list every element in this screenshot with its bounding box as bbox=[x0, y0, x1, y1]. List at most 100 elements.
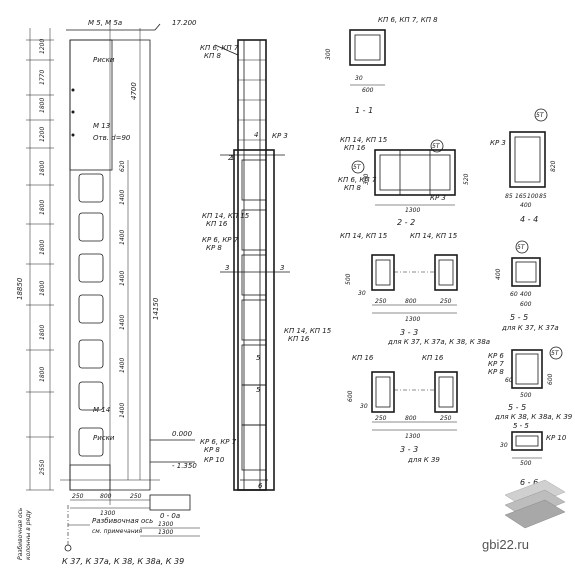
window-dim: 620 bbox=[119, 160, 126, 172]
s6-title: 6 - 6 bbox=[520, 478, 538, 487]
section-3-3-k39: КП 16 КП 16 30 250 800 250 1300 600 3 - … bbox=[347, 354, 458, 464]
section-1-1: КП 6, КП 7, КП 8 300 600 30 1 - 1 bbox=[325, 16, 438, 115]
s3-label: КП 14, КП 15 bbox=[340, 232, 388, 240]
left-dim: 2550 bbox=[39, 460, 46, 475]
s5b-title: 5 - 5 bbox=[508, 403, 526, 412]
cut-mark: 1 bbox=[230, 154, 234, 162]
s4-dim: 400 bbox=[520, 202, 532, 209]
marker: 5Т bbox=[536, 112, 545, 119]
elevation-zero: 0.000 bbox=[172, 430, 193, 438]
section-3-3: КП 14, КП 15 КП 14, КП 15 30 250 800 250… bbox=[340, 232, 490, 346]
s4-dim: 85 bbox=[539, 193, 547, 200]
s3-dim: 800 bbox=[405, 298, 417, 305]
section-4-4: 5Т КР 3 85 165 100 85 400 820 4 - 4 bbox=[490, 108, 557, 224]
marker: 5Т bbox=[517, 244, 526, 251]
s4-label: КР 3 bbox=[490, 139, 506, 147]
section-5-5: 5Т 60 400 600 400 5 - 5 для К 37, К 37а bbox=[495, 240, 559, 332]
kp16-label: КП 16 bbox=[288, 335, 310, 343]
s1-label: КП 6, КП 7, КП 8 bbox=[378, 16, 438, 24]
marker: 5Т bbox=[432, 143, 441, 150]
kp10-label: КР 10 bbox=[204, 456, 225, 464]
s5b-label: КР 8 bbox=[488, 368, 504, 376]
kr8-label: КР 8 bbox=[204, 446, 220, 454]
left-dim: 1800 bbox=[39, 325, 46, 340]
window-dim: 1400 bbox=[119, 403, 126, 418]
s1-dim: 300 bbox=[325, 48, 332, 60]
s3b-dim: 600 bbox=[347, 390, 354, 402]
bottom-dim: 250 bbox=[130, 493, 142, 500]
window-dim: 1400 bbox=[119, 358, 126, 373]
watermark: gbi22.ru bbox=[482, 537, 529, 552]
marker: 5Т bbox=[353, 164, 362, 171]
s5-caption: для К 37, К 37а bbox=[501, 324, 559, 332]
s3b-label: КП 16 bbox=[422, 354, 444, 362]
s2-dim: 520 bbox=[463, 173, 470, 185]
s4-title: 4 - 4 bbox=[520, 215, 538, 224]
cut-mark: 3 bbox=[280, 264, 284, 272]
s3-dim: 250 bbox=[375, 298, 387, 305]
cut-mark: 3 bbox=[225, 264, 229, 272]
kr3-label: КР 3 bbox=[272, 132, 288, 140]
top-elevation: 17.200 bbox=[172, 19, 197, 27]
s3-dim: 250 bbox=[440, 298, 452, 305]
reinforcement-cage bbox=[214, 39, 290, 491]
s6-ref: 5 - 5 bbox=[513, 422, 529, 430]
s3-label: КП 14, КП 15 bbox=[410, 232, 458, 240]
bottom-total: 1300 bbox=[100, 510, 115, 517]
total-height: 18850 bbox=[16, 277, 24, 300]
window-dim: 1400 bbox=[119, 230, 126, 245]
riski-bottom-label: Риски bbox=[93, 434, 115, 442]
riski-top-label: Риски bbox=[93, 56, 115, 64]
kp-top2-label: КП 8 bbox=[204, 52, 221, 60]
s1-title: 1 - 1 bbox=[355, 106, 373, 115]
kp14-label: КП 14, КП 15 bbox=[202, 212, 250, 220]
s5b-label: КР 6 bbox=[488, 352, 504, 360]
left-dim: 1770 bbox=[39, 70, 46, 85]
bottom-dim: 250 bbox=[72, 493, 84, 500]
left-dim: 1200 bbox=[39, 39, 46, 54]
mark-list: К 37, К 37а, К 38, К 38а, К 39 bbox=[62, 557, 184, 566]
window-dim: 1400 bbox=[119, 315, 126, 330]
s2-label: КП 14, КП 15 bbox=[340, 136, 388, 144]
s6-dim: 30 bbox=[500, 442, 508, 449]
cut-mark: 6 bbox=[258, 482, 263, 490]
marker: 5Т bbox=[551, 350, 560, 357]
kp14-label: КП 14, КП 15 bbox=[284, 327, 332, 335]
axis-caption-2: см. примечания bbox=[92, 528, 143, 535]
slab-stack-logo bbox=[504, 479, 566, 529]
kp16-label: КП 16 bbox=[206, 220, 228, 228]
s1-dim: 30 bbox=[355, 75, 363, 82]
s5b-dim: 600 bbox=[547, 373, 554, 385]
left-dim: 1800 bbox=[39, 200, 46, 215]
s4-dim: 85 bbox=[505, 193, 513, 200]
base-dim: 1300 bbox=[158, 529, 173, 536]
s3-title: 3 - 3 bbox=[400, 328, 418, 337]
s2-label: КП 8 bbox=[344, 184, 361, 192]
side-caption-2: колонны в ряду bbox=[25, 510, 32, 560]
reinforcement-labels: КП 6, КП 7 КП 8 КР 3 КП 14, КП 15 КП 16 … bbox=[200, 44, 332, 490]
m14-label: М 14 bbox=[93, 406, 110, 414]
s5b-dim: 60 bbox=[505, 377, 513, 384]
height-4700: 4700 bbox=[130, 82, 138, 100]
base-dim: 1300 bbox=[158, 521, 173, 528]
bottom-dim: 800 bbox=[100, 493, 112, 500]
s5-dim: 60 bbox=[510, 291, 518, 298]
s2-dim: 1300 bbox=[405, 207, 420, 214]
s5b-dim: 500 bbox=[520, 392, 532, 399]
s6-dim: 500 bbox=[520, 460, 532, 467]
elevation-minus: - 1.350 bbox=[172, 462, 197, 470]
section-oa-title: 0 - 0а bbox=[160, 512, 180, 520]
s5b-label: КР 7 bbox=[488, 360, 504, 368]
left-dim: 1800 bbox=[39, 240, 46, 255]
axis-caption-1: Разбивочная ось bbox=[92, 517, 153, 525]
s3b-dim: 250 bbox=[440, 415, 452, 422]
m13-label: М 13 bbox=[93, 122, 110, 130]
s3b-title: 3 - 3 bbox=[400, 445, 418, 454]
s4-dim: 100 bbox=[527, 193, 539, 200]
s3b-dim: 250 bbox=[375, 415, 387, 422]
cut-mark: 4 bbox=[254, 131, 258, 139]
s5-dim: 400 bbox=[520, 291, 532, 298]
cut-mark: 5 bbox=[256, 386, 261, 394]
s3b-caption: для К 39 bbox=[407, 456, 440, 464]
